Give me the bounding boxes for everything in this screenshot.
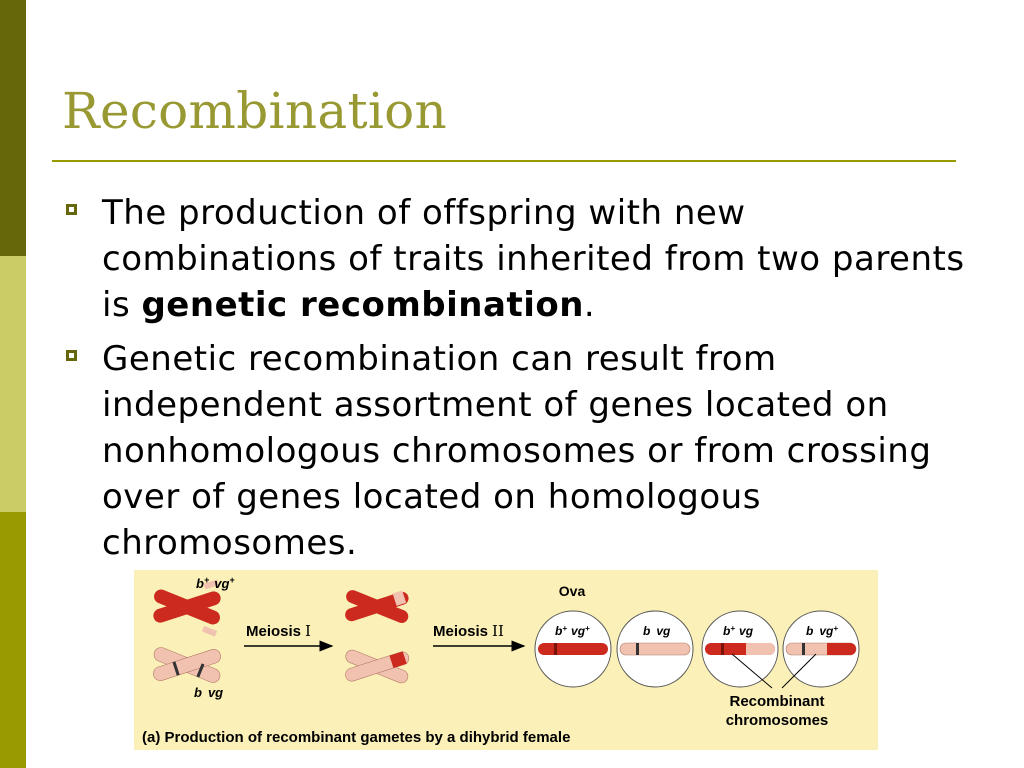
bullet-list: The production of offspring with new com…: [62, 190, 982, 574]
allele-b: b: [194, 685, 202, 700]
bullet-bold-term: genetic recombination: [141, 285, 584, 325]
ovum-recombinant-1: b+vg: [701, 610, 779, 688]
allele-vg: vg: [208, 685, 223, 700]
side-band-dark: [0, 0, 26, 256]
allele-b: b: [196, 576, 204, 591]
slide-title: Recombination: [62, 82, 448, 140]
recombinant-label-line1: Recombinant: [729, 693, 824, 710]
recombinant-pointer-lines: [731, 653, 817, 689]
side-band-light: [0, 256, 26, 512]
bullet-item: The production of offspring with new com…: [62, 190, 982, 328]
top-allele-label: b+vg+: [196, 575, 235, 591]
allele-b-sup: +: [204, 575, 210, 585]
square-bullet-icon: [66, 350, 77, 361]
side-band-olive: [0, 512, 26, 768]
bullet-text-part: The production of offspring with new com…: [102, 193, 965, 325]
allele-vg-sup: +: [229, 575, 235, 585]
recombinant-label-line2: chromosomes: [726, 712, 829, 729]
svg-text:bvg+: bvg+: [806, 624, 838, 638]
bullet-item: Genetic recombination can result from in…: [62, 336, 982, 566]
ova-label: Ova: [559, 583, 586, 599]
svg-text:b+vg: b+vg: [723, 624, 754, 638]
svg-text:bvg: bvg: [643, 624, 671, 638]
svg-text:b+vg+: b+vg+: [555, 624, 590, 638]
bullet-text-part: Genetic recombination can result from in…: [102, 339, 932, 563]
title-divider: [52, 160, 956, 162]
square-bullet-icon: [66, 204, 77, 215]
ovum-parental-1: b+vg+: [534, 610, 612, 688]
mid-chromosome-red: [345, 590, 409, 623]
mid-chromosome-pink: [345, 649, 410, 684]
bullet-text-part: .: [583, 285, 596, 325]
allele-vg: vg: [214, 576, 229, 591]
bullet-text: The production of offspring with new com…: [102, 190, 982, 328]
parent-chromosome-pink: [153, 647, 221, 683]
figure-caption: (a) Production of recombinant gametes by…: [142, 729, 570, 746]
bullet-text: Genetic recombination can result from in…: [102, 336, 982, 566]
parent-chromosome-red: [153, 579, 221, 637]
